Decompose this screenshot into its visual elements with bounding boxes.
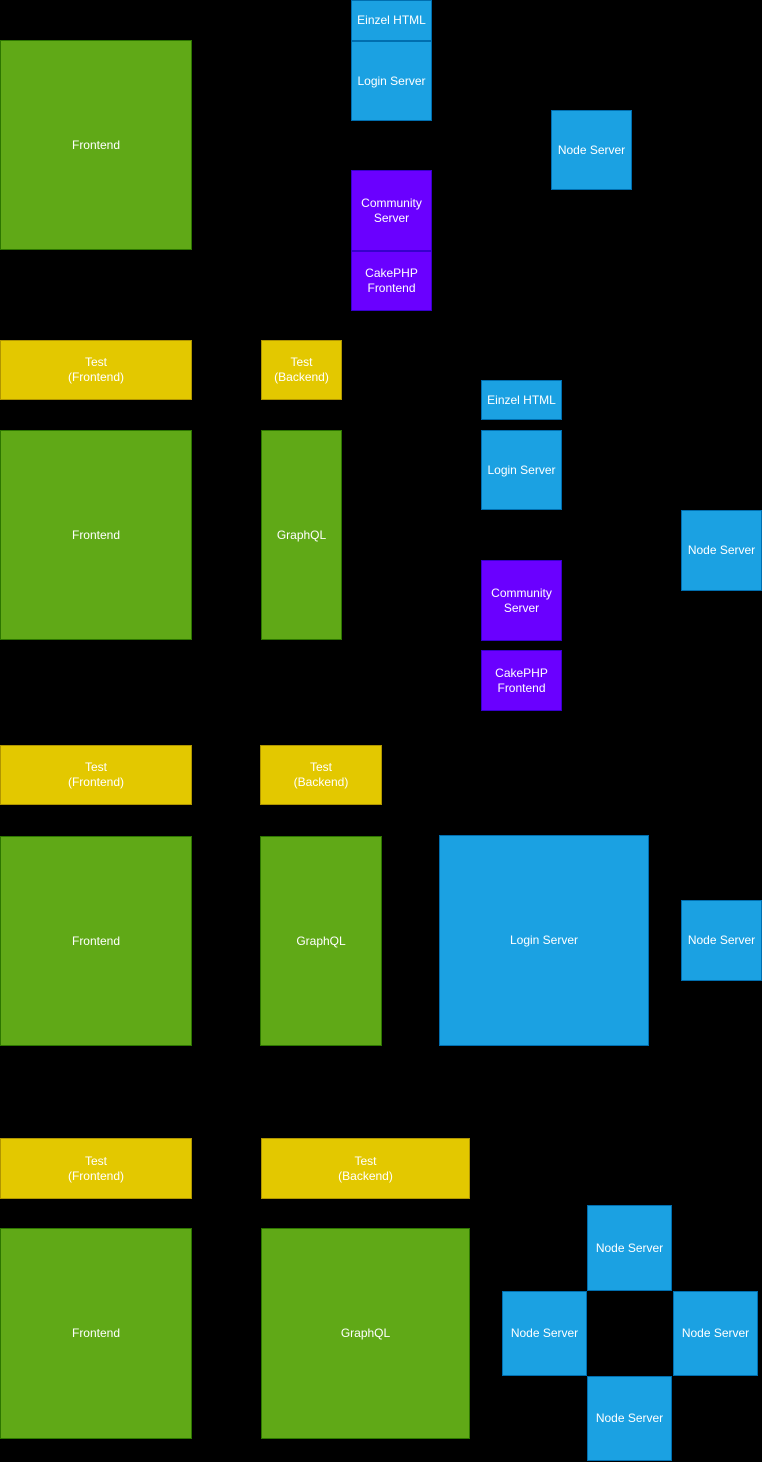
box-label: CakePHP Frontend (365, 266, 418, 295)
box-label: Node Server (687, 933, 756, 947)
diagram-box-test-frontend: Test (Frontend) (0, 1138, 192, 1199)
box-label: Node Server (557, 142, 626, 157)
diagram-box-node-server-right: Node Server (673, 1291, 758, 1376)
diagram-box-graphql: GraphQL (261, 430, 342, 640)
diagram-box-graphql: GraphQL (261, 1228, 470, 1439)
diagram-box-cakephp-frontend: CakePHP Frontend (351, 251, 432, 311)
diagram-box-test-backend: Test (Backend) (260, 745, 382, 805)
box-label: Login Server (509, 933, 579, 947)
diagram-box-frontend: Frontend (0, 1228, 192, 1439)
box-label: Einzel HTML (487, 392, 556, 407)
box-label: Node Server (595, 1240, 664, 1255)
diagram-box-frontend: Frontend (0, 40, 192, 250)
diagram-box-community-server: Community Server (351, 170, 432, 251)
box-label: CakePHP Frontend (495, 665, 548, 695)
box-label: Community Server (361, 195, 422, 225)
box-label: Test (Frontend) (67, 760, 125, 789)
box-label: Test (Backend) (274, 355, 329, 384)
box-label: GraphQL (340, 1326, 391, 1340)
box-label: Node Server (510, 1326, 579, 1340)
diagram-box-login-server: Login Server (351, 41, 432, 121)
diagram-box-node-server-left: Node Server (502, 1291, 587, 1376)
box-label: GraphQL (276, 527, 327, 542)
diagram-box-test-frontend: Test (Frontend) (0, 745, 192, 805)
diagram-box-node-server: Node Server (681, 900, 762, 981)
diagram-box-node-server-bottom: Node Server (587, 1376, 672, 1461)
box-label: Frontend (71, 527, 121, 542)
box-label: Frontend (71, 137, 121, 152)
diagram-box-node-server: Node Server (681, 510, 762, 591)
diagram-box-test-frontend: Test (Frontend) (0, 340, 192, 400)
box-label: Einzel HTML (357, 13, 426, 27)
diagram-box-test-backend: Test (Backend) (261, 1138, 470, 1199)
box-label: Frontend (71, 933, 121, 948)
box-label: Test (Frontend) (67, 1153, 125, 1183)
box-label: GraphQL (296, 933, 346, 948)
box-label: Test (Backend) (293, 760, 349, 789)
diagram-box-node-server-top: Node Server (587, 1205, 672, 1291)
diagram-box-login-server: Login Server (439, 835, 649, 1046)
diagram-box-test-backend: Test (Backend) (261, 340, 342, 400)
box-label: Login Server (357, 73, 426, 88)
box-label: Test (Frontend) (67, 355, 125, 384)
box-label: Community Server (491, 585, 552, 615)
box-label: Node Server (687, 543, 756, 557)
diagram-box-graphql: GraphQL (260, 836, 382, 1046)
box-label: Frontend (71, 1326, 121, 1340)
box-label: Login Server (487, 462, 556, 477)
diagram-box-cakephp-frontend: CakePHP Frontend (481, 650, 562, 711)
diagram-box-frontend: Frontend (0, 430, 192, 640)
diagram-box-frontend: Frontend (0, 836, 192, 1046)
diagram-box-node-server: Node Server (551, 110, 632, 190)
box-label: Node Server (595, 1411, 664, 1425)
diagram-box-login-server: Login Server (481, 430, 562, 510)
diagram-box-einzel-html: Einzel HTML (481, 380, 562, 420)
diagram-box-community-server: Community Server (481, 560, 562, 641)
box-label: Node Server (681, 1326, 750, 1340)
diagram-box-einzel-html: Einzel HTML (351, 0, 432, 41)
box-label: Test (Backend) (338, 1153, 393, 1183)
